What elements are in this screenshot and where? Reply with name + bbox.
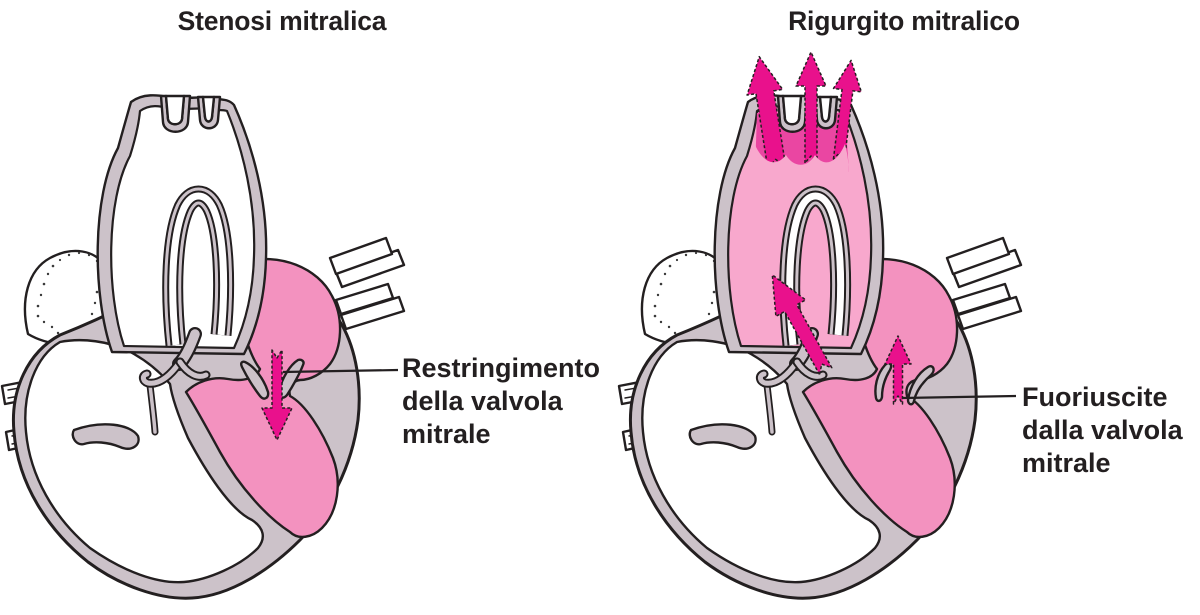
annotation-line: dalla valvola [1022, 415, 1183, 445]
panel-title-stenosis: Stenosi mitralica [177, 6, 387, 36]
annotation-stenosis: Restringimento della valvola mitrale [402, 352, 600, 451]
annotation-line: Fuoriuscite [1022, 382, 1168, 412]
leader-line-regurgitation [901, 394, 1017, 400]
aortic-sinus-scallops [753, 140, 849, 176]
flow-arrow-stenotic-jet [261, 349, 293, 441]
leader-line-stenosis [282, 368, 399, 374]
mitral-valve-leaflets-leaky [874, 362, 935, 406]
mitral-valve-leaflets-narrowed [240, 358, 305, 400]
flow-arrow-regurgitant-jet [884, 335, 912, 405]
panel-title-regurgitation: Rigurgito mitralico [788, 6, 1020, 36]
annotation-line: mitrale [1022, 448, 1111, 478]
flow-arrows-aortic-ejection [746, 51, 863, 170]
annotation-line: Restringimento [402, 353, 601, 383]
heart-diagram-stenosis [2, 95, 404, 598]
annotation-line: mitrale [402, 419, 491, 449]
heart-diagram-regurgitation [619, 51, 1021, 598]
annotation-regurgitation: Fuoriuscite dalla valvola mitrale [1022, 381, 1183, 480]
annotation-line: della valvola [402, 386, 563, 416]
flow-arrow-atrial-backflow [771, 274, 833, 376]
